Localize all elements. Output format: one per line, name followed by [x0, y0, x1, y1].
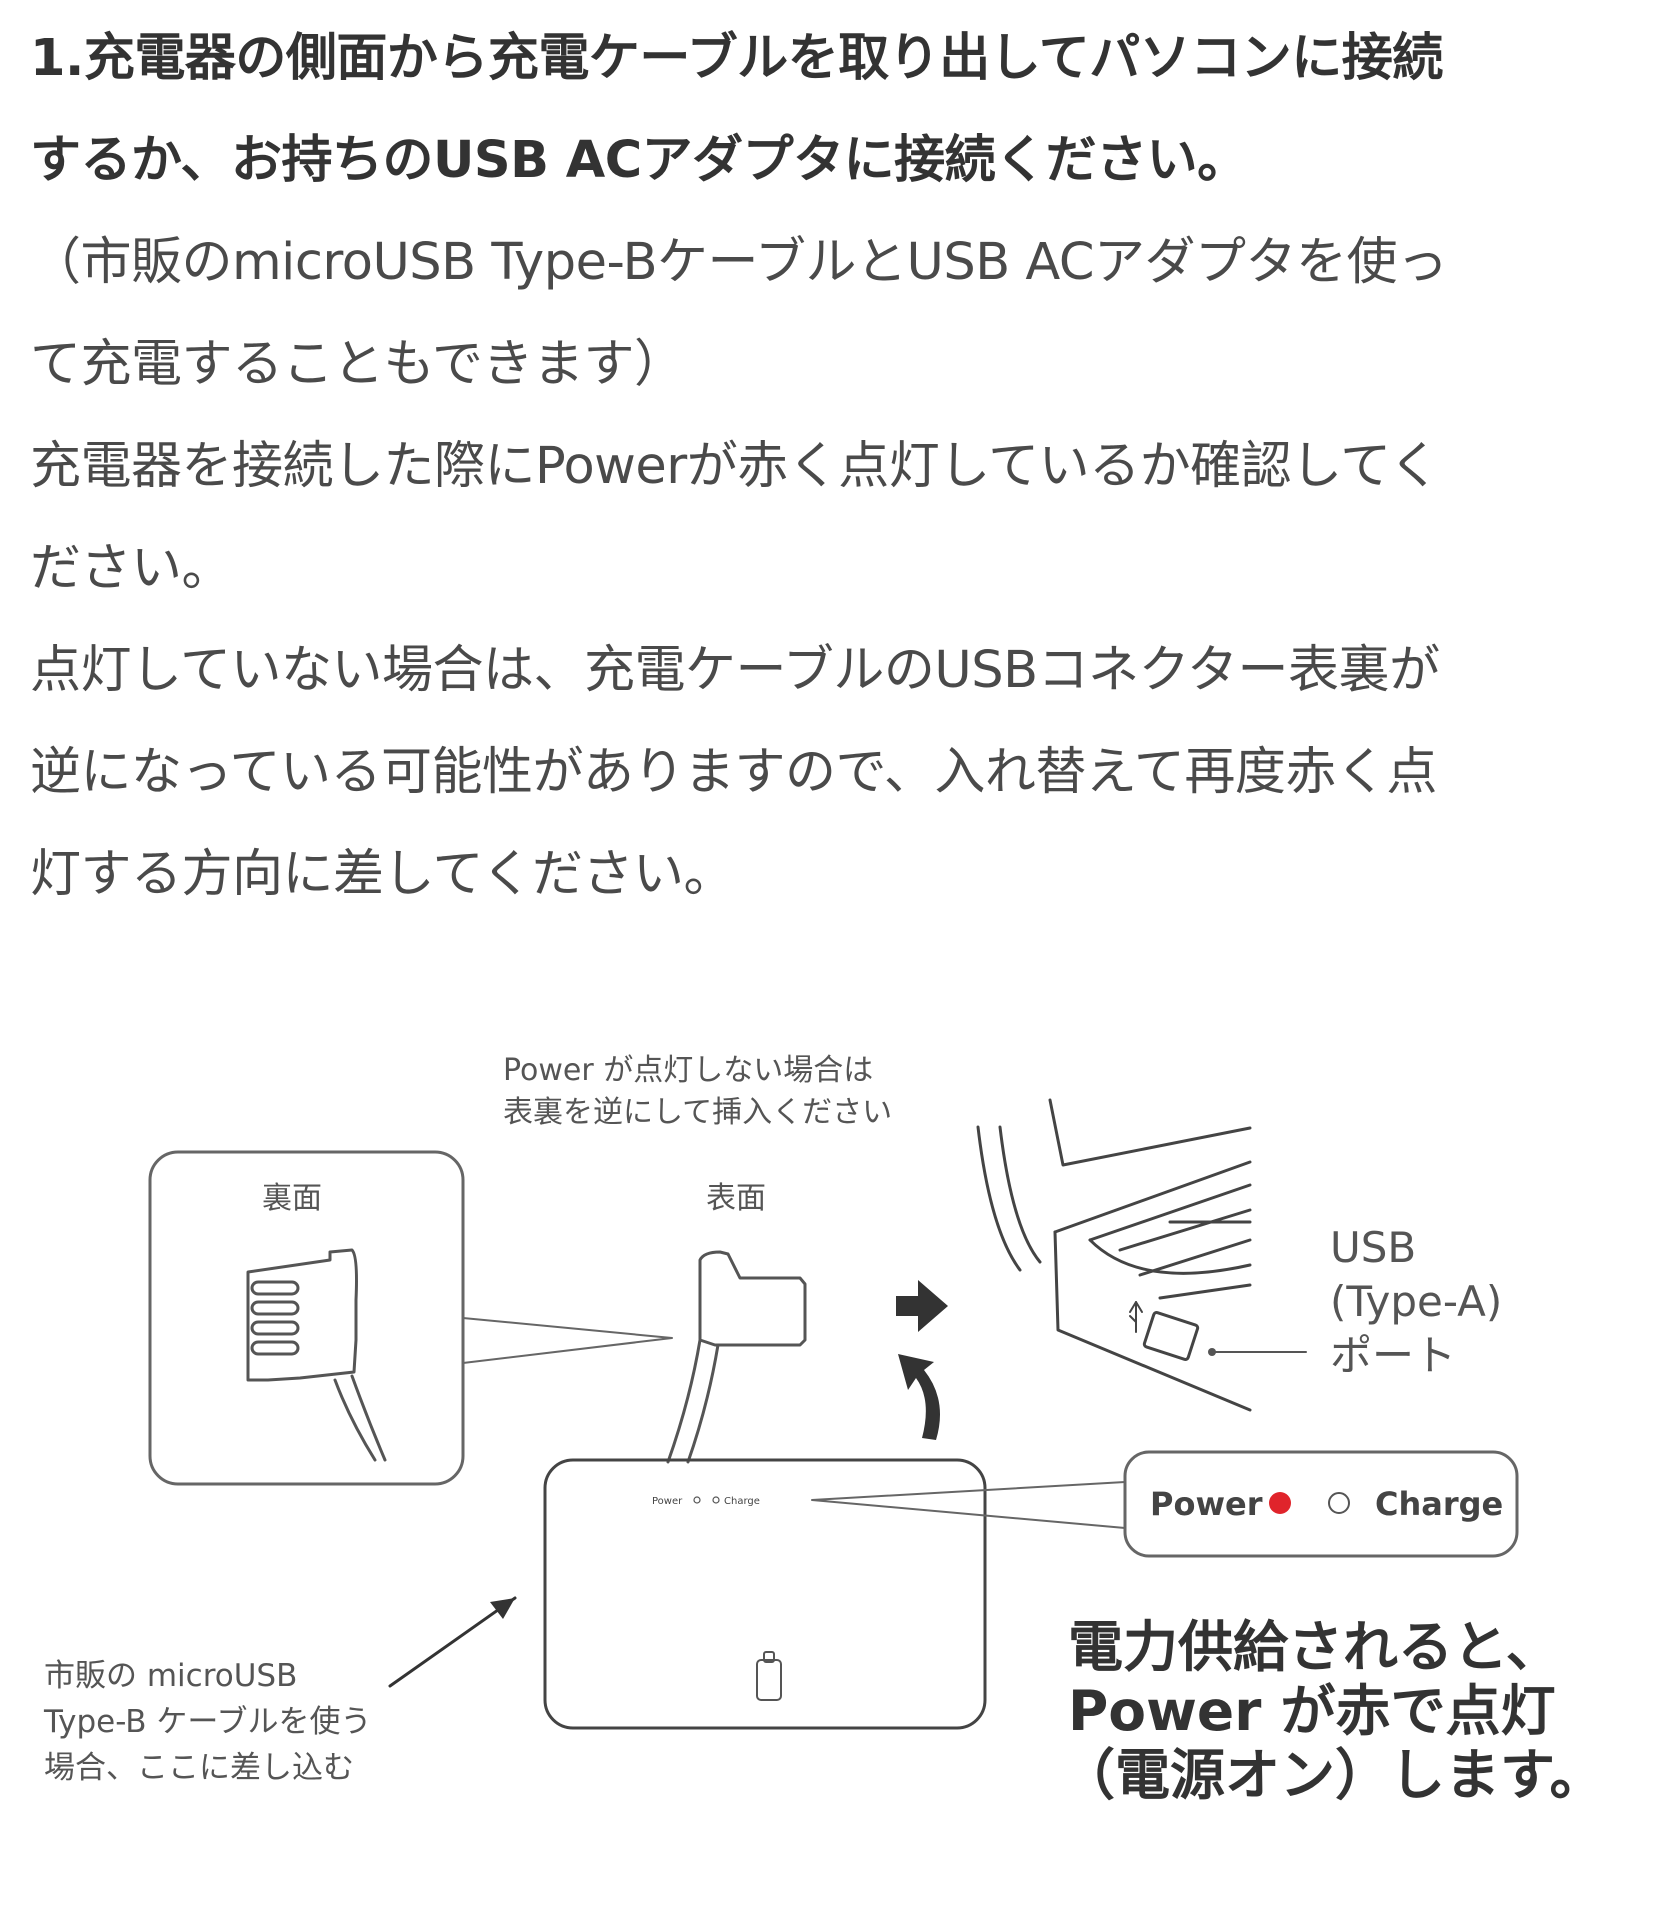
charger-device	[543, 1458, 987, 1730]
back-connector-shape	[246, 1248, 387, 1462]
curved-up-arrow-icon	[898, 1354, 940, 1440]
front-side-label: 表面	[706, 1181, 766, 1216]
led-callout-wedge	[811, 1481, 1126, 1529]
callout-charge-led-icon	[1328, 1492, 1350, 1514]
back-side-label: 裏面	[262, 1181, 322, 1216]
front-connector-shape	[666, 1250, 807, 1464]
usb-port-label-line-1: USB	[1330, 1223, 1416, 1272]
microusb-note-line-2: Type-B ケーブルを使う	[43, 1704, 372, 1740]
microusb-pointer-arrow	[388, 1596, 517, 1688]
led-callout-box	[1123, 1450, 1519, 1558]
flip-note-line-1: Power が点灯しない場合は	[503, 1053, 873, 1088]
laptop-shape	[976, 1098, 1252, 1412]
note-line-2: て充電することもできます）	[30, 335, 685, 394]
microusb-note-line-3: 場合、ここに差し込む	[44, 1750, 354, 1786]
power-on-line-1: 電力供給されると、	[1068, 1615, 1561, 1679]
callout-power-led-icon	[1269, 1492, 1291, 1514]
right-arrow-icon	[896, 1280, 948, 1332]
step-heading-line-1: 1.充電器の側面から充電ケーブルを取り出してパソコンに接続	[30, 29, 1443, 88]
instruction-text: 1.充電器の側面から充電ケーブルを取り出してパソコンに接続 するか、お持ちのUS…	[30, 8, 1640, 926]
step-heading-line-2: するか、お持ちのUSB ACアダプタに接続ください。	[30, 131, 1248, 190]
device-charge-label: Charge	[724, 1496, 760, 1507]
callout-power-label: Power	[1150, 1485, 1263, 1523]
device-micro-usb-port	[756, 1659, 782, 1701]
microusb-note-line-1: 市販の microUSB	[44, 1658, 297, 1694]
fix-line-3: 灯する方向に差してください。	[30, 845, 734, 904]
usb-port-label-line-2: (Type-A)	[1330, 1277, 1502, 1326]
device-power-label: Power	[652, 1496, 683, 1507]
flip-note-line-2: 表裏を逆にして挿入ください	[503, 1095, 892, 1130]
fix-line-1: 点灯していない場合は、充電ケーブルのUSBコネクター表裏が	[30, 641, 1440, 700]
callout-charge-label: Charge	[1375, 1485, 1503, 1523]
fix-line-2: 逆になっている可能性がありますので、入れ替えて再度赤く点	[30, 743, 1437, 802]
check-line-2: ださい。	[30, 539, 233, 598]
device-charge-led-icon	[712, 1496, 720, 1504]
usb-port-label-line-3: ポート	[1330, 1331, 1456, 1380]
power-on-line-3: （電源オン）します。	[1060, 1743, 1605, 1807]
power-on-line-2: Power が赤で点灯	[1068, 1679, 1555, 1743]
note-line-1: （市販のmicroUSB Type-BケーブルとUSB ACアダプタを使っ	[30, 233, 1448, 292]
check-line-1: 充電器を接続した際にPowerが赤く点灯しているか確認してく	[30, 437, 1440, 496]
zoom-callout-wedge	[462, 1317, 673, 1364]
device-power-led-icon	[693, 1496, 701, 1504]
